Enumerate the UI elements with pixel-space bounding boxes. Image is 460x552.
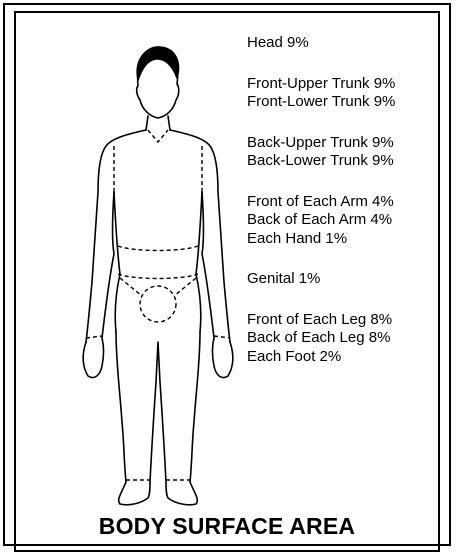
label-genital: Genital 1% (247, 270, 447, 289)
label-hand: Each Hand 1% (247, 230, 447, 249)
label-front-upper-trunk: Front-Upper Trunk 9% (247, 75, 447, 94)
leg-left-outer (116, 332, 126, 482)
hand-right (213, 338, 233, 378)
inner-arm-left (102, 192, 114, 338)
label-group-head: Head 9% (247, 34, 447, 53)
foot-right (166, 482, 197, 505)
diagram-title: BODY SURFACE AREA (14, 513, 440, 540)
label-back-arm: Back of Each Arm 4% (247, 211, 447, 230)
groin-division-left (120, 278, 142, 296)
neck-division (148, 130, 168, 142)
wrist-division-left (86, 336, 102, 338)
label-group-front-trunk: Front-Upper Trunk 9% Front-Lower Trunk 9… (247, 75, 447, 112)
hair (137, 47, 178, 80)
label-group-genital: Genital 1% (247, 270, 447, 289)
label-front-arm: Front of Each Arm 4% (247, 193, 447, 212)
inner-arm-right (202, 192, 214, 338)
leg-right-outer (190, 332, 200, 482)
region-labels: Head 9% Front-Upper Trunk 9% Front-Lower… (247, 34, 447, 388)
groin-division-right (174, 278, 196, 296)
label-group-back-trunk: Back-Upper Trunk 9% Back-Lower Trunk 9% (247, 134, 447, 171)
genital-region (140, 286, 176, 322)
waist-division (118, 246, 198, 251)
hip-division (118, 274, 198, 279)
torso-side-left (114, 192, 120, 274)
label-front-lower-trunk: Front-Lower Trunk 9% (247, 93, 447, 112)
label-head: Head 9% (247, 34, 447, 53)
label-front-leg: Front of Each Leg 8% (247, 311, 447, 330)
label-back-lower-trunk: Back-Lower Trunk 9% (247, 152, 447, 171)
torso-outline (86, 130, 230, 342)
leg-inner (150, 342, 166, 482)
hand-left (83, 338, 103, 378)
wrist-division-right (214, 336, 230, 338)
label-group-arms: Front of Each Arm 4% Back of Each Arm 4%… (247, 193, 447, 249)
label-group-legs: Front of Each Leg 8% Back of Each Leg 8%… (247, 311, 447, 367)
label-foot: Each Foot 2% (247, 348, 447, 367)
foot-left (119, 482, 150, 505)
label-back-leg: Back of Each Leg 8% (247, 329, 447, 348)
hips (115, 274, 201, 332)
label-back-upper-trunk: Back-Upper Trunk 9% (247, 134, 447, 153)
body-figure-illustration (68, 42, 238, 512)
torso-side-right (196, 192, 202, 274)
